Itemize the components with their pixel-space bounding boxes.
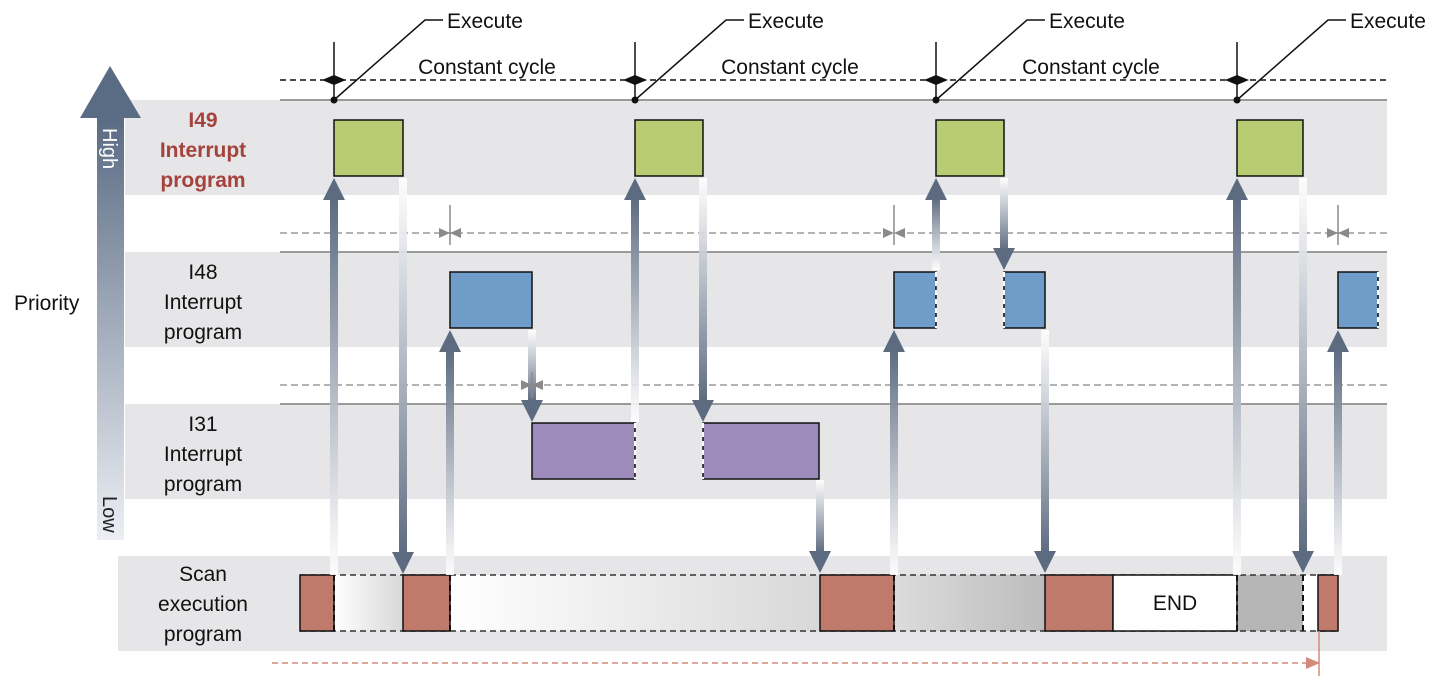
constant-cycle-label: Constant cycle bbox=[721, 56, 859, 79]
i49-block bbox=[1236, 119, 1304, 177]
execute-label: Execute bbox=[447, 10, 523, 33]
i48-block bbox=[1337, 271, 1379, 329]
arrow-down-head bbox=[993, 248, 1015, 270]
lane-label-scan-line: Scan bbox=[179, 563, 227, 586]
transition-arrows bbox=[323, 178, 1349, 575]
priority-low-label: Low bbox=[98, 496, 120, 533]
i49-blocks bbox=[333, 119, 1304, 177]
priority-arrow-head bbox=[80, 66, 141, 118]
lane-band-i49 bbox=[125, 100, 1387, 195]
arrow-up-head bbox=[323, 178, 345, 200]
execute-marker: Execute bbox=[1225, 10, 1426, 104]
end-label: END bbox=[1153, 592, 1197, 615]
i48-block bbox=[1003, 271, 1046, 329]
arrow-up bbox=[330, 198, 338, 575]
i48-block bbox=[449, 271, 533, 329]
lane-label-i49: I49 Interrupt program bbox=[160, 109, 246, 192]
arrow-up bbox=[1233, 198, 1241, 575]
i49-block bbox=[935, 119, 1005, 177]
execute-label: Execute bbox=[1350, 10, 1426, 33]
lane-label-i48: I48 Interrupt program bbox=[164, 261, 242, 344]
arrow-down bbox=[528, 330, 536, 402]
interval-markers bbox=[439, 205, 1349, 398]
arrow-up bbox=[446, 350, 454, 575]
execute-markers: Execute Execute Execute Execute bbox=[322, 10, 1426, 104]
scan-block bbox=[1044, 574, 1114, 632]
lane-label-scan: Scan execution program bbox=[158, 563, 248, 646]
constant-cycle-label: Constant cycle bbox=[418, 56, 556, 79]
execute-label: Execute bbox=[1049, 10, 1125, 33]
priority-label: Priority bbox=[14, 292, 80, 315]
arrow-down-head bbox=[809, 551, 831, 573]
scan-block bbox=[299, 574, 335, 632]
lane-label-i31-line: I31 bbox=[188, 413, 217, 436]
scan-gap bbox=[334, 575, 403, 631]
arrow-down bbox=[1041, 330, 1049, 553]
lane-label-scan-line: execution bbox=[158, 593, 248, 616]
scan-gap bbox=[450, 575, 820, 631]
lane-label-i48-line: Interrupt bbox=[164, 291, 242, 314]
scan-block bbox=[819, 574, 895, 632]
scan-gap bbox=[1303, 575, 1318, 631]
arrow-down bbox=[699, 178, 707, 402]
arrow-down-head bbox=[521, 400, 543, 422]
execute-marker: Execute bbox=[623, 10, 824, 104]
lane-label-i48-line: I48 bbox=[188, 261, 217, 284]
arrow-down-head bbox=[692, 400, 714, 422]
arrow-down-head bbox=[1034, 551, 1056, 573]
arrow-up-head bbox=[1226, 178, 1248, 200]
timeline-arrow bbox=[272, 631, 1320, 676]
lane-label-i31-line: Interrupt bbox=[164, 443, 242, 466]
priority-arrow-shaft bbox=[97, 117, 124, 540]
arrow-up-head bbox=[624, 178, 646, 200]
arrow-up bbox=[890, 350, 898, 575]
scan-gap bbox=[894, 575, 1045, 631]
lane-label-i31: I31 Interrupt program bbox=[164, 413, 242, 496]
arrow-down bbox=[1299, 178, 1307, 553]
constant-cycle-label: Constant cycle bbox=[1022, 56, 1160, 79]
arrow-up-head bbox=[1327, 330, 1349, 352]
i48-blocks bbox=[449, 271, 1379, 329]
lane-label-i49-line: program bbox=[160, 169, 245, 192]
arrow-up bbox=[932, 198, 940, 270]
arrow-down bbox=[1000, 178, 1008, 250]
scan-block bbox=[1317, 574, 1339, 632]
lane-label-scan-line: program bbox=[164, 623, 242, 646]
i31-block bbox=[531, 422, 636, 480]
arrow-up bbox=[1334, 350, 1342, 575]
arrow-up-head bbox=[925, 178, 947, 200]
arrow-down bbox=[816, 480, 824, 553]
arrow-down-head bbox=[1292, 551, 1314, 573]
arrow-up-head bbox=[883, 330, 905, 352]
arrow-down-head bbox=[392, 552, 414, 574]
lane-label-i49-line: Interrupt bbox=[160, 139, 246, 162]
priority-high-label: High bbox=[98, 128, 120, 169]
scan-execution-row: END bbox=[299, 574, 1339, 632]
scan-block bbox=[402, 574, 451, 632]
execute-label: Execute bbox=[748, 10, 824, 33]
end-block bbox=[1112, 574, 1238, 632]
i49-block bbox=[634, 119, 704, 177]
lane-label-i31-line: program bbox=[164, 473, 242, 496]
arrow-up bbox=[631, 198, 639, 422]
lane-band-i48 bbox=[125, 252, 1387, 347]
lane-label-i48-line: program bbox=[164, 321, 242, 344]
i48-block bbox=[893, 271, 937, 329]
i31-block bbox=[702, 422, 820, 480]
priority-axis: High Low Priority bbox=[14, 66, 141, 540]
i49-block bbox=[333, 119, 404, 177]
execute-marker: Execute bbox=[924, 10, 1125, 104]
i31-blocks bbox=[531, 422, 820, 480]
arrow-up-head bbox=[439, 330, 461, 352]
lane-label-i49-line: I49 bbox=[188, 109, 217, 132]
scan-gap bbox=[1237, 575, 1303, 631]
arrow-down bbox=[399, 178, 407, 555]
execute-marker: Execute bbox=[322, 10, 523, 104]
